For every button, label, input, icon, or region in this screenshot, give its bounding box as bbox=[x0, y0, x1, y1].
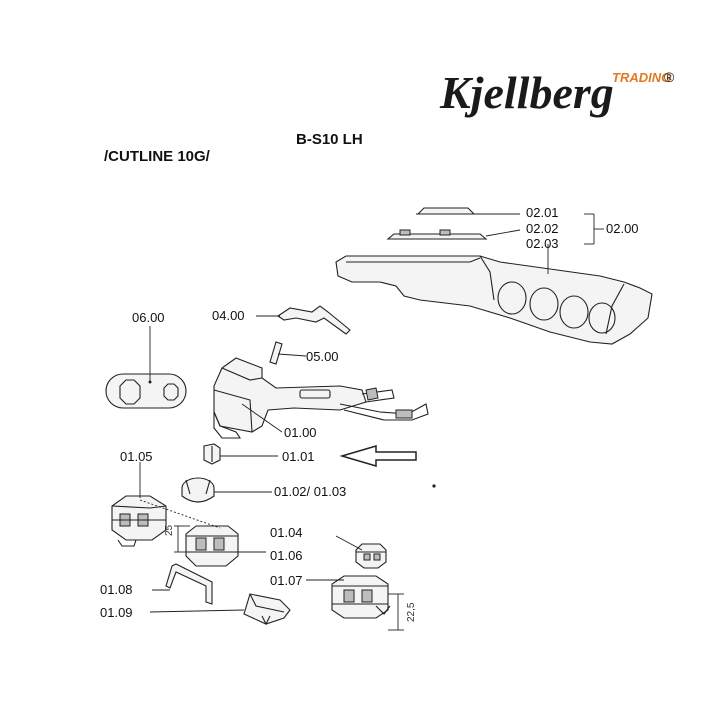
label-02-00: 02.00 bbox=[606, 221, 639, 236]
label-06-00: 06.00 bbox=[132, 310, 165, 325]
logo-brand: Kjellberg bbox=[439, 67, 614, 118]
part-01-08-spacer bbox=[152, 563, 213, 605]
model-title: B-S10 LH bbox=[296, 131, 363, 148]
part-04-00-trigger bbox=[256, 305, 351, 335]
label-01-01: 01.01 bbox=[282, 449, 315, 464]
label-01-00: 01.00 bbox=[284, 425, 317, 440]
label-01-07: 01.07 bbox=[270, 573, 303, 588]
highlight-arrow-icon bbox=[339, 444, 417, 468]
part-01-05-nozzle bbox=[111, 462, 167, 547]
part-02-02-plate bbox=[386, 229, 488, 240]
dimension-22-5: 22,5 bbox=[406, 602, 417, 622]
kjellberg-logo: Kjellberg TRADING ® bbox=[439, 67, 675, 118]
part-01-07-nozzle-holder: 22,5 bbox=[306, 575, 417, 631]
logo-tag: TRADING bbox=[612, 70, 671, 85]
label-01-09: 01.09 bbox=[100, 605, 133, 620]
label-02-03: 02.03 bbox=[526, 236, 559, 251]
part-01-06-nozzle-holder: 25 bbox=[139, 499, 266, 567]
label-05-00: 05.00 bbox=[306, 349, 339, 364]
dot-mark bbox=[432, 484, 436, 488]
part-02-01-cover bbox=[416, 207, 478, 215]
label-01-04: 01.04 bbox=[270, 525, 303, 540]
label-01-05: 01.05 bbox=[120, 449, 153, 464]
label-04-00: 04.00 bbox=[212, 308, 245, 323]
part-01-09-guide-shoe bbox=[149, 593, 291, 626]
part-01-01-electrode bbox=[203, 443, 278, 465]
label-01-06: 01.06 bbox=[270, 548, 303, 563]
part-06-00-spanner bbox=[105, 326, 187, 409]
dimension-25: 25 bbox=[164, 524, 175, 536]
bracket-02 bbox=[478, 213, 604, 274]
part-01-04-cap bbox=[335, 535, 387, 569]
series-title: /CUTLINE 10G/ bbox=[104, 148, 211, 165]
part-01-00-torch-head bbox=[213, 357, 429, 439]
part-05-00-pin bbox=[269, 341, 307, 365]
label-01-08: 01.08 bbox=[100, 582, 133, 597]
label-01-02-01-03: 01.02/ 01.03 bbox=[274, 484, 346, 499]
part-01-02-swirl-ring bbox=[181, 477, 272, 503]
label-02-01: 02.01 bbox=[526, 205, 559, 220]
part-02-03-handle bbox=[335, 255, 653, 345]
logo-reg: ® bbox=[664, 69, 675, 85]
label-02-02: 02.02 bbox=[526, 221, 559, 236]
